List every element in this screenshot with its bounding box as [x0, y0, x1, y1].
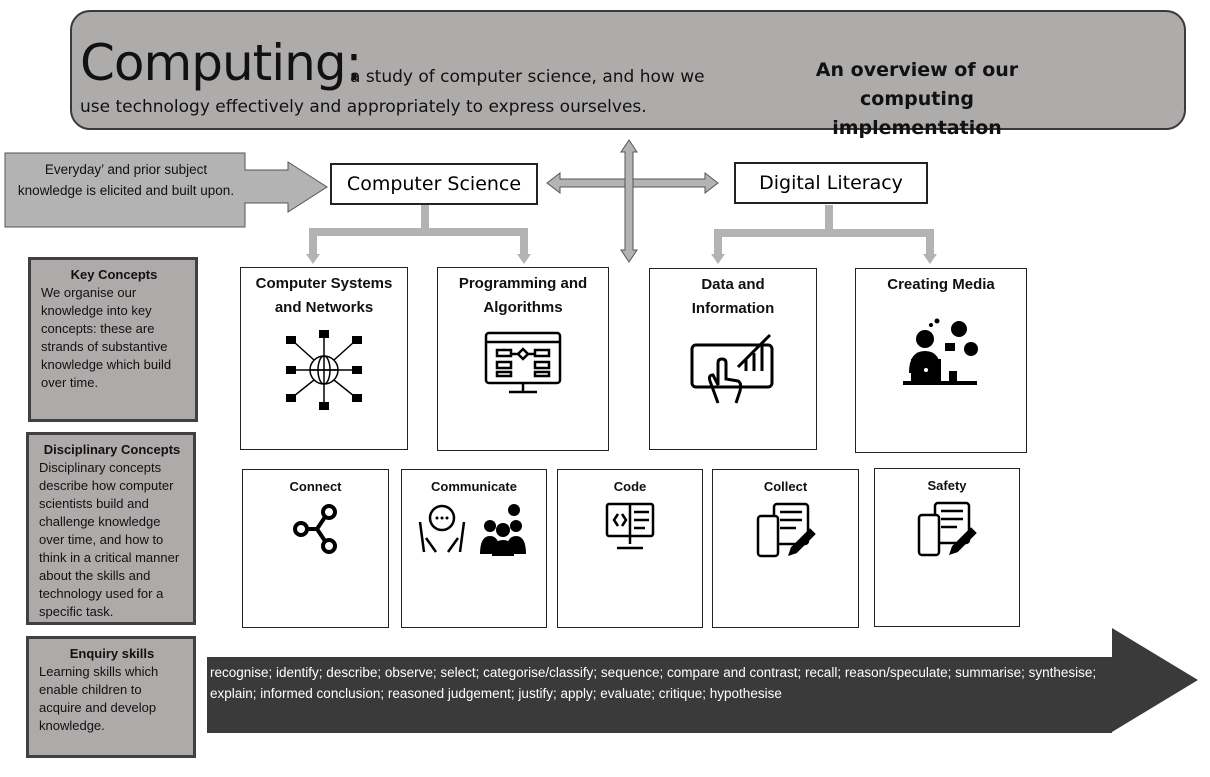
- disciplinary-concepts-panel: Disciplinary Concepts Disciplinary conce…: [26, 432, 196, 625]
- dl-connector: [714, 205, 934, 255]
- card-data-information: Data and Information: [649, 268, 817, 450]
- panel-title: Key Concepts: [70, 267, 158, 282]
- card-communicate: Communicate: [401, 469, 547, 628]
- card-label: Computer Systems and Networks: [255, 275, 393, 316]
- card-programming-algorithms: Programming and Algorithms: [437, 267, 609, 451]
- panel-title: Enquiry skills: [69, 646, 155, 661]
- header-title: Computing:: [80, 34, 362, 92]
- prior-knowledge-arrow: [4, 152, 328, 228]
- double-arrow-vertical: [620, 139, 638, 263]
- share-nodes-icon: [292, 504, 337, 554]
- phone-document-icon: [756, 502, 816, 558]
- enquiry-skills-panel: Enquiry skills Learning skills which ena…: [26, 636, 196, 758]
- header-banner: a study of computer science, and how we …: [70, 10, 1186, 139]
- person-laptop-icon: [903, 318, 978, 385]
- key-concepts-panel: Key Concepts We organise our knowledge i…: [28, 257, 198, 422]
- people-chat-icon: [418, 504, 526, 556]
- tablet-chart-icon: [690, 333, 774, 404]
- prior-knowledge-text: Everyday’ and prior subject knowledge is…: [17, 162, 235, 198]
- card-safety: Safety: [874, 468, 1020, 627]
- card-label: Safety: [927, 478, 967, 493]
- card-label: Communicate: [431, 479, 517, 494]
- card-label: Code: [613, 479, 647, 494]
- panel-body: Disciplinary concepts describe how compu…: [39, 460, 180, 619]
- card-label: Programming and Algorithms: [458, 275, 588, 316]
- phone-document-icon: [917, 501, 977, 557]
- computer-science-node: Computer Science: [330, 163, 538, 205]
- card-code: Code: [557, 469, 703, 628]
- card-label: Collect: [763, 479, 808, 494]
- digital-literacy-node: Digital Literacy: [734, 162, 928, 204]
- panel-body: Learning skills which enable children to…: [39, 664, 159, 733]
- card-connect: Connect: [242, 469, 389, 628]
- cs-connector: [309, 205, 528, 255]
- card-label: Data and Information: [691, 276, 775, 317]
- code-monitor-icon: [605, 502, 655, 550]
- overview-heading: An overview of our computing implementat…: [815, 59, 1019, 139]
- panel-body: We organise our knowledge into key conce…: [41, 285, 172, 390]
- enquiry-skills-list: recognise; identify; describe; observe; …: [210, 665, 1097, 701]
- network-globe-icon: [286, 330, 362, 410]
- card-computer-systems-networks: Computer Systems and Networks: [240, 267, 408, 450]
- flowchart-monitor-icon: [484, 331, 562, 394]
- header-subtitle: a study of computer science, and how we …: [80, 67, 705, 117]
- card-label: Creating Media: [887, 276, 995, 293]
- card-collect: Collect: [712, 469, 859, 628]
- card-label: Connect: [289, 479, 342, 494]
- enquiry-skills-arrow: [207, 628, 1198, 733]
- panel-title: Disciplinary Concepts: [43, 442, 181, 457]
- card-creating-media: Creating Media: [855, 268, 1027, 453]
